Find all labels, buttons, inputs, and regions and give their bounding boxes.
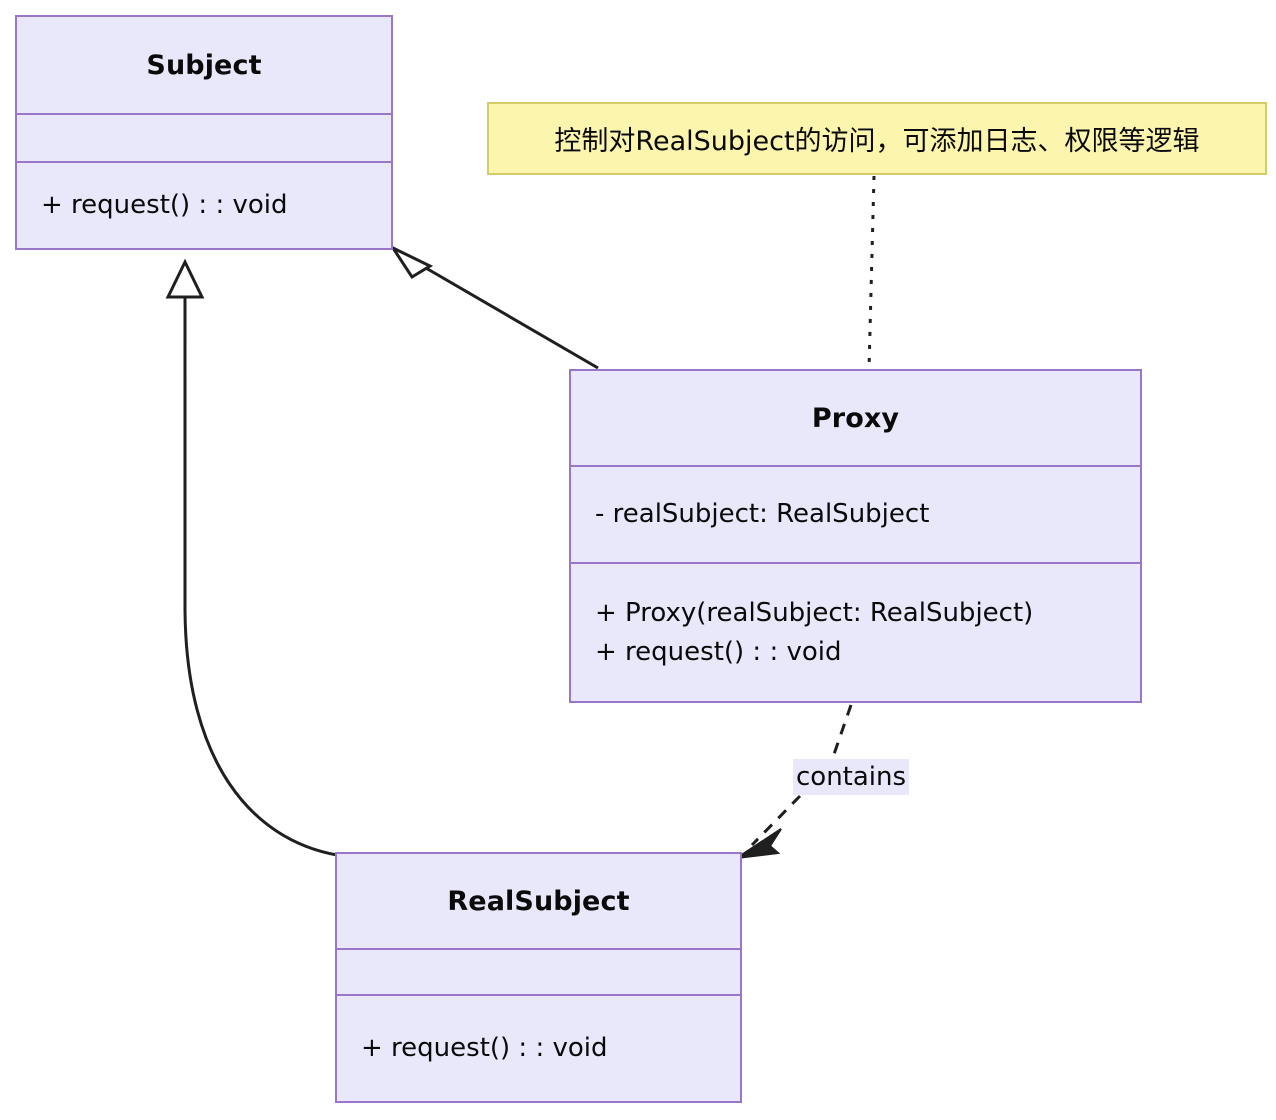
class-attributes-realsubject	[337, 948, 740, 994]
class-attributes-proxy: - realSubject: RealSubject	[571, 465, 1140, 562]
class-name-realsubject: RealSubject	[447, 885, 630, 917]
class-box-subject[interactable]: Subject + request() : : void	[15, 15, 393, 250]
class-name-proxy: Proxy	[811, 402, 900, 434]
class-method: + Proxy(realSubject: RealSubject)	[595, 597, 1034, 628]
class-methods-subject: + request() : : void	[17, 161, 391, 248]
edge-proxy-inherits-subject	[388, 244, 599, 370]
edge-realsubject-inherits-subject	[165, 258, 338, 857]
class-box-proxy[interactable]: Proxy - realSubject: RealSubject + Proxy…	[569, 369, 1142, 703]
class-methods-proxy: + Proxy(realSubject: RealSubject) + requ…	[571, 562, 1140, 701]
edge-label-contains: contains	[793, 759, 910, 795]
class-method: + request() : : void	[361, 1033, 608, 1063]
edge-note-anchor-proxy	[867, 175, 876, 370]
note-text: 控制对RealSubject的访问，可添加日志、权限等逻辑	[554, 126, 1200, 157]
class-attribute: - realSubject: RealSubject	[595, 499, 930, 529]
class-attributes-subject	[17, 113, 391, 161]
class-name-subject: Subject	[146, 49, 262, 81]
class-box-realsubject[interactable]: RealSubject + request() : : void	[335, 852, 742, 1103]
note-box-proxy[interactable]: 控制对RealSubject的访问，可添加日志、权限等逻辑	[487, 102, 1267, 175]
class-methods-realsubject: + request() : : void	[337, 994, 740, 1101]
class-method: + request() : : void	[595, 636, 842, 667]
class-method: + request() : : void	[41, 190, 288, 220]
